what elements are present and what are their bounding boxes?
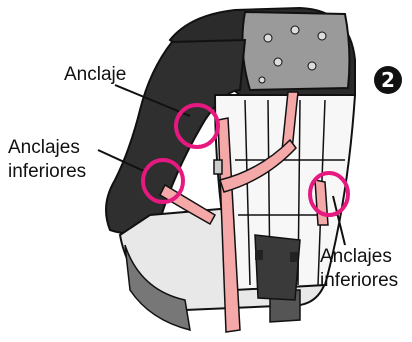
label-lower-anchors-left-line1: Anclajes — [8, 137, 80, 159]
strap-buckle — [214, 160, 222, 174]
right-anchor-strap — [315, 180, 328, 225]
label-lower-anchors-right-line2: inferiores — [320, 270, 398, 292]
belt-path-dark — [255, 235, 300, 300]
label-anchor: Anclaje — [64, 64, 126, 86]
step-number-badge: 2 — [374, 66, 402, 94]
seat-headrest-panel — [242, 12, 349, 90]
label-lower-anchors-right-line1: Anclajes — [320, 246, 392, 268]
label-lower-anchors-left-line2: inferiores — [8, 161, 86, 183]
